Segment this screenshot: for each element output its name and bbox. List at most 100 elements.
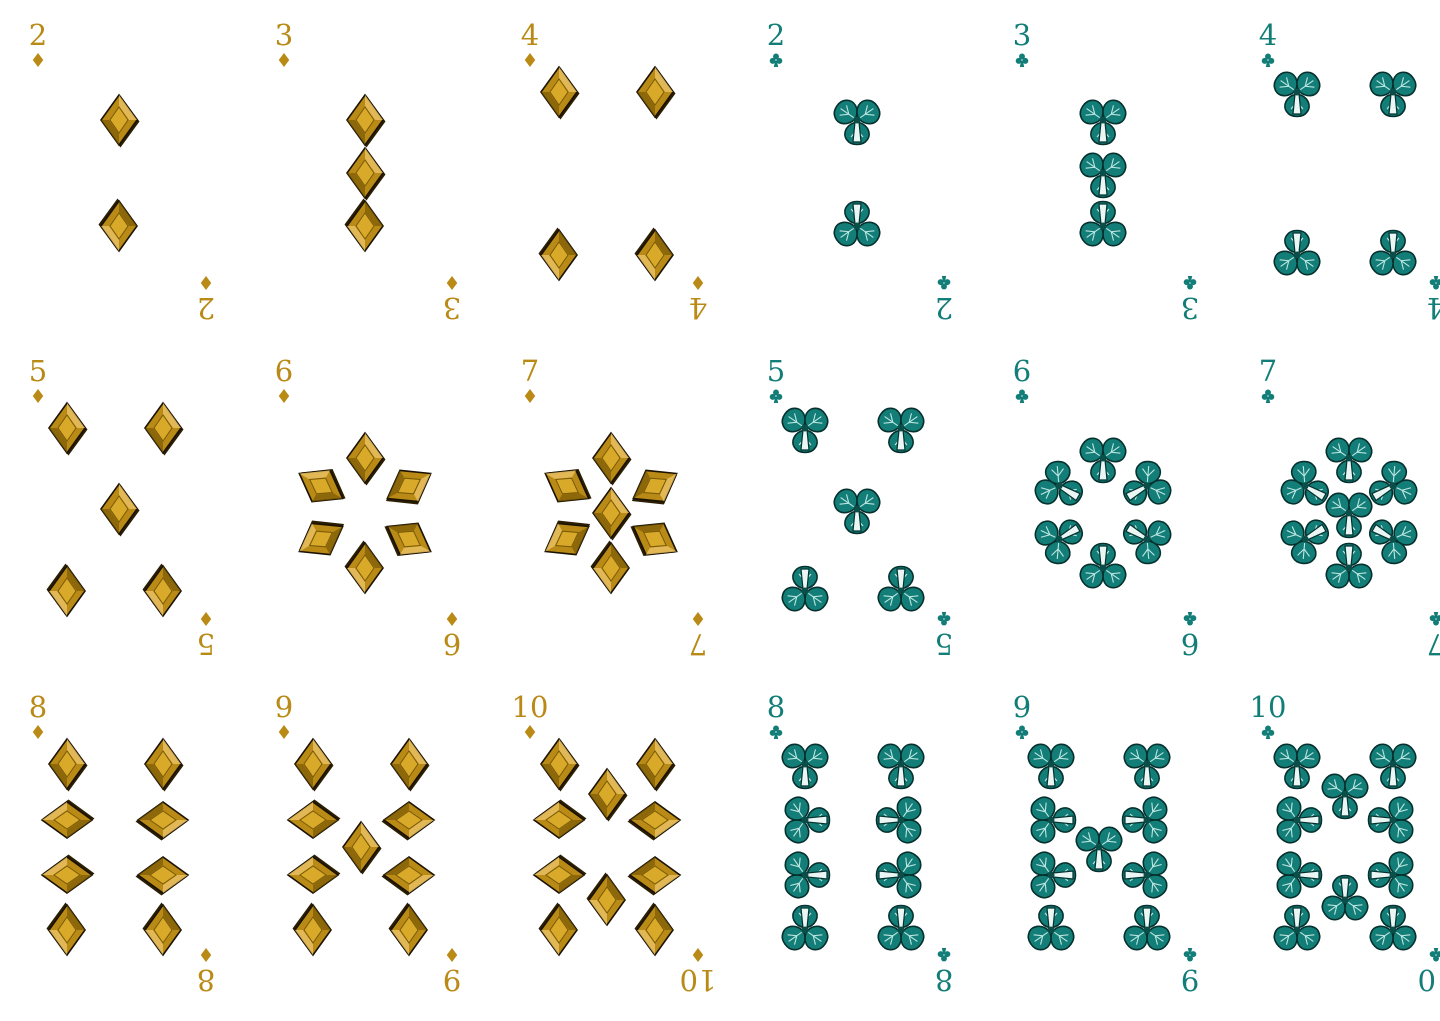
club-pip-icon: [781, 743, 829, 790]
corner-index-top: 9: [1002, 692, 1042, 740]
diamond-pip-icon: [40, 854, 95, 894]
diamond-pip-icon: [634, 227, 674, 282]
diamond-pip-icon: [540, 737, 580, 792]
club-pip-icon: [1075, 826, 1123, 873]
diamond-suit-icon: [524, 389, 536, 403]
diamond-suit-icon: [446, 276, 458, 290]
club-pip-icon: [877, 565, 925, 612]
corner-index-top: 9: [264, 692, 304, 740]
corner-index-top: 8: [18, 692, 58, 740]
card-pips: [833, 99, 881, 247]
card-pips: [532, 737, 682, 957]
club-pip-icon: [1369, 229, 1417, 276]
card-rank: 9: [1012, 690, 1032, 724]
club-pip-icon: [1079, 542, 1127, 589]
corner-index-top: 5: [756, 356, 796, 404]
club-pip-icon: [1121, 796, 1168, 844]
diamond-pip-icon: [298, 468, 346, 503]
diamond-pip-icon: [390, 737, 430, 792]
diamond-pip-icon: [292, 902, 332, 957]
diamond-pip-icon: [532, 854, 587, 894]
card-rank: 2: [766, 18, 786, 52]
diamond-pip-icon: [540, 65, 580, 120]
card-pips: [46, 401, 184, 618]
club-pip-icon: [877, 407, 925, 454]
card-rank: 10: [1249, 690, 1287, 724]
club-pip-icon: [1325, 542, 1373, 589]
corner-index-bottom: 10: [1416, 947, 1440, 997]
corner-index-top: 5: [18, 356, 58, 404]
diamond-pip-icon: [342, 820, 382, 875]
club-pip-icon: [1034, 460, 1083, 506]
diamond-pip-icon: [384, 522, 432, 557]
corner-index-bottom: 3: [432, 275, 472, 325]
diamond-pip-icon: [298, 520, 345, 556]
card-rank: 5: [766, 354, 786, 388]
diamond-pip-icon: [381, 856, 436, 896]
club-pip-icon: [1121, 851, 1168, 899]
card-pips: [538, 65, 676, 282]
diamond-pip-icon: [630, 522, 678, 557]
corner-index-bottom: 9: [1170, 947, 1210, 997]
corner-index-top: 4: [510, 20, 550, 68]
club-suit-icon: [769, 53, 783, 67]
club-suit-icon: [1183, 276, 1197, 290]
club-suit-icon: [1015, 53, 1029, 67]
club-pip-icon: [1079, 437, 1127, 484]
corner-index-bottom: 4: [678, 275, 718, 325]
club-pip-icon: [1367, 851, 1414, 899]
diamond-pip-icon: [144, 401, 184, 456]
card-10-of-clubs[interactable]: 10 10: [1230, 672, 1440, 1007]
club-pip-icon: [1325, 492, 1373, 539]
club-pip-icon: [781, 904, 829, 951]
club-pip-icon: [1369, 460, 1418, 506]
club-suit-icon: [1183, 612, 1197, 626]
club-pip-icon: [1034, 519, 1083, 565]
card-7-of-clubs[interactable]: 77: [1230, 336, 1440, 671]
diamond-pip-icon: [48, 737, 88, 792]
diamond-pip-icon: [344, 540, 384, 595]
club-suit-icon: [937, 948, 951, 962]
diamond-pip-icon: [627, 856, 682, 896]
diamond-pip-icon: [46, 902, 86, 957]
club-pip-icon: [1123, 904, 1171, 951]
diamond-suit-icon: [278, 389, 290, 403]
diamond-pip-icon: [388, 902, 428, 957]
diamond-pip-icon: [344, 198, 384, 253]
card-rank: 9: [274, 690, 294, 724]
diamond-pip-icon: [586, 872, 626, 927]
club-pip-icon: [1273, 904, 1321, 951]
corner-index-bottom: 5: [186, 611, 226, 661]
club-pip-icon: [1369, 743, 1417, 790]
diamond-pip-icon: [142, 563, 182, 618]
corner-index-top: 10: [1248, 692, 1288, 740]
club-pip-icon: [833, 488, 881, 535]
club-suit-icon: [1183, 948, 1197, 962]
card-rank: 7: [520, 354, 540, 388]
diamond-suit-icon: [446, 612, 458, 626]
club-pip-icon: [1027, 904, 1075, 951]
diamond-pip-icon: [590, 540, 630, 595]
diamond-pip-icon: [538, 902, 578, 957]
card-4-of-clubs[interactable]: 44: [1230, 0, 1440, 335]
diamond-suit-icon: [524, 53, 536, 67]
diamond-pip-icon: [98, 198, 138, 253]
club-pip-icon: [875, 851, 922, 899]
diamond-suit-icon: [692, 612, 704, 626]
card-pips: [298, 431, 432, 595]
